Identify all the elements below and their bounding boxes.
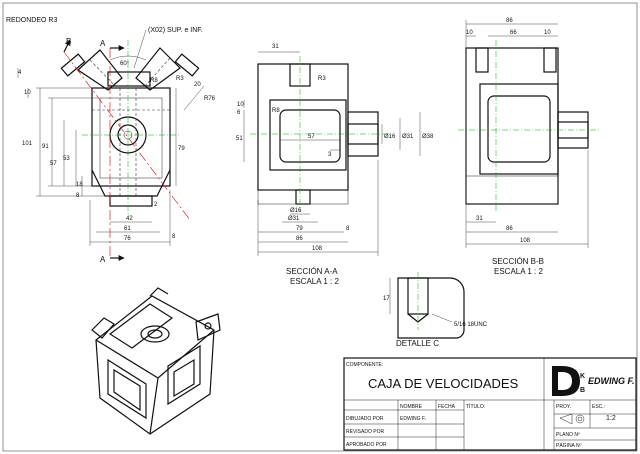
- sa-dim-31: 31: [272, 44, 279, 50]
- sa-dim-6: 6: [237, 110, 241, 116]
- front-dim-10: 10: [24, 90, 31, 96]
- detail-c-body: [397, 277, 465, 339]
- title-block-frame: [343, 357, 637, 451]
- front-left-arm: [77, 49, 123, 91]
- front-dim-r8: R8: [150, 78, 158, 84]
- front-dim-2: 2: [154, 202, 158, 208]
- sb-dim-10a: 10: [466, 30, 473, 36]
- col-date: FECHA: [438, 404, 456, 410]
- plan-no-label: PLANO Nº: [556, 432, 580, 438]
- detail-c-view: 17 5/16 18UNC DETALLE C: [383, 272, 488, 348]
- cut-a-bottom-label: A: [100, 255, 106, 264]
- sa-dim-108: 108: [312, 246, 323, 252]
- front-dim-57: 57: [50, 161, 57, 167]
- front-bottom-boss: [109, 195, 153, 207]
- sa-dim-10: 10: [237, 102, 244, 108]
- reviewed-by-label: REVISADO POR: [346, 429, 384, 435]
- col-title: TÍTULO:: [466, 403, 485, 410]
- sb-dim-10b: 10: [544, 30, 551, 36]
- detail-thread-note: 5/16 18UNC: [454, 322, 488, 328]
- fillet-note: REDONDEO R3: [6, 17, 57, 24]
- sa-dim-8: 8: [346, 226, 350, 232]
- front-dim-angle: 60°: [120, 61, 130, 67]
- isometric-view: [91, 287, 221, 435]
- front-dim-8b: 8: [172, 234, 176, 240]
- sa-dim-51: 51: [236, 136, 243, 142]
- drawn-by-name: EDWING F.: [400, 416, 426, 422]
- front-dim-18: 18: [76, 182, 83, 188]
- front-dim-101: 101: [22, 141, 33, 147]
- approved-by-label: APROBADO POR: [346, 442, 387, 448]
- front-dim-42: 42: [126, 216, 133, 222]
- title-block: COMPONENTE: CAJA DE VELOCIDADES K B EDWI…: [343, 357, 637, 451]
- sa-dim-3: 3: [328, 152, 332, 158]
- svg-text:K: K: [580, 373, 585, 380]
- sb-dim-86: 86: [506, 18, 513, 24]
- cut-b-label: B: [66, 37, 71, 46]
- detail-dim-17: 17: [383, 296, 390, 302]
- col-name: NOMBRE: [400, 404, 423, 410]
- sa-dim-86: 86: [296, 236, 303, 242]
- component-name: CAJA DE VELOCIDADES: [368, 376, 519, 391]
- cut-a-top-label: A: [100, 39, 106, 48]
- front-right-arm: [135, 47, 181, 91]
- front-view: REDONDEO R3 (X02) SUP. e INF. B A A 60° …: [6, 17, 216, 264]
- sa-dim-d31: Ø31: [402, 134, 414, 140]
- sb-dim-108: 108: [520, 238, 531, 244]
- projection-symbol-icon: [559, 413, 585, 425]
- sa-dim-57: 57: [308, 134, 315, 140]
- sa-dim-79: 79: [296, 226, 303, 232]
- sa-dim-d16b: Ø16: [290, 208, 302, 214]
- company-name: EDWING F.: [588, 376, 635, 386]
- drawn-by-label: DIBUJADO POR: [346, 416, 384, 422]
- front-dim-4: 4: [18, 70, 22, 76]
- section-a-view: 31 R3 10 6 R8 51 57 3 Ø16 Ø31 Ø38 Ø16 Ø3…: [236, 44, 434, 286]
- projection-label: PROY.: [556, 404, 571, 410]
- front-dim-91: 91: [42, 144, 49, 150]
- section-b-view: 86 10 66 10 31 86 108 SECCIÓN B-B ESCALA…: [458, 18, 600, 276]
- front-dim-53: 53: [63, 156, 70, 162]
- front-dim-61: 61: [124, 226, 131, 232]
- company-logo: K B: [552, 366, 585, 396]
- front-body: [91, 87, 171, 187]
- front-top-hub: [107, 71, 151, 87]
- front-dim-r3: R3: [176, 76, 184, 82]
- front-dim-76: 76: [124, 236, 131, 242]
- sheet-no-label: PÁGINA Nº: [556, 442, 582, 449]
- sb-dim-86b: 86: [506, 226, 513, 232]
- sa-dim-r3: R3: [318, 76, 326, 82]
- sb-dim-31: 31: [476, 216, 483, 222]
- section-b-scale: ESCALA 1 : 2: [494, 267, 543, 276]
- sa-dim-d31c: Ø31: [288, 216, 300, 222]
- sb-dim-66: 66: [510, 30, 517, 36]
- section-b-title: SECCIÓN B-B: [492, 257, 544, 266]
- scale-value: 1:2: [606, 415, 616, 422]
- front-dim-79: 79: [178, 146, 185, 152]
- section-a-scale: ESCALA 1 : 2: [290, 277, 339, 286]
- svg-text:B: B: [580, 387, 585, 394]
- slot-note: (X02) SUP. e INF.: [148, 27, 203, 34]
- section-a-title: SECCIÓN A-A: [286, 267, 338, 276]
- sa-dim-d16: Ø16: [384, 134, 396, 140]
- front-dim-20: 20: [194, 82, 201, 88]
- section-a-body: [257, 63, 349, 191]
- detail-c-title: DETALLE C: [396, 339, 439, 348]
- sa-dim-r8: R8: [272, 108, 280, 114]
- front-dim-r76: R76: [204, 96, 216, 102]
- front-dim-8: 8: [76, 193, 80, 199]
- scale-label: ESC.:: [592, 404, 605, 410]
- iso-outline: [95, 295, 215, 435]
- sa-dim-d38: Ø38: [422, 134, 434, 140]
- component-label: COMPONENTE:: [346, 362, 383, 368]
